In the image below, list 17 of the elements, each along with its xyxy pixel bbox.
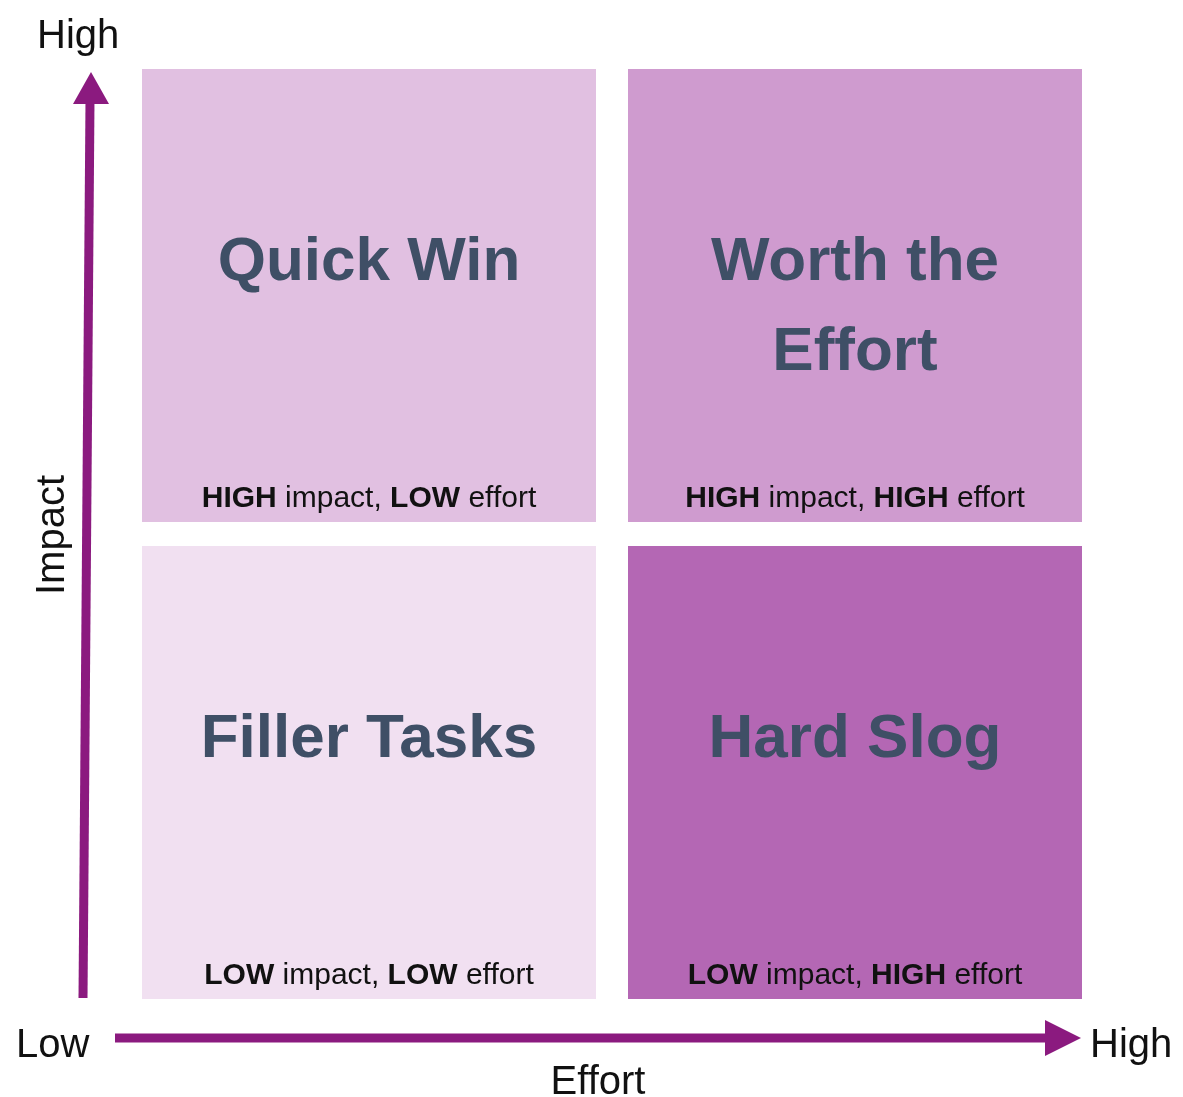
quadrant-title: Filler Tasks: [199, 700, 539, 772]
quadrant-box: [142, 546, 596, 999]
quadrant-title: Hard Slog: [707, 700, 1003, 772]
quadrant-box: [142, 69, 596, 522]
axis-end-label: High: [1090, 1023, 1173, 1063]
axis-end-label: High: [37, 14, 120, 54]
quadrant-description: HIGH impact, LOW effort: [200, 480, 538, 514]
axis-title: Impact: [30, 475, 70, 595]
quadrant-box: [628, 69, 1082, 522]
axis-end-label: Low: [16, 1023, 90, 1063]
quadrant-title: Worth the Effort: [709, 223, 1001, 385]
axis-title: Effort: [550, 1060, 646, 1097]
quadrant-title: Quick Win: [216, 223, 522, 295]
quadrant-description: HIGH impact, HIGH effort: [684, 480, 1026, 514]
quadrant-box: [628, 546, 1082, 999]
quadrant-description: LOW impact, HIGH effort: [686, 957, 1024, 991]
quadrant-description: LOW impact, LOW effort: [203, 957, 535, 991]
